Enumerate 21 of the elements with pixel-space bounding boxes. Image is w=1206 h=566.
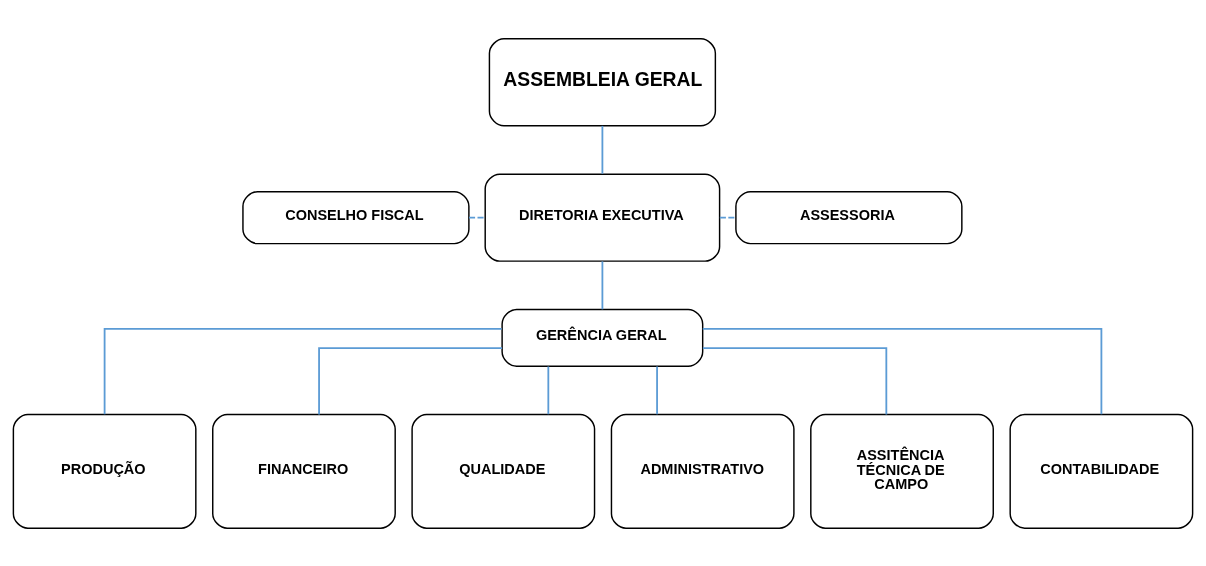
node-box: PRODUÇÃO bbox=[12, 413, 197, 529]
connector bbox=[702, 346, 888, 415]
connector bbox=[318, 346, 503, 415]
connector bbox=[547, 365, 550, 415]
connector bbox=[701, 327, 1103, 415]
node-box: ADMINISTRATIVO bbox=[610, 413, 795, 529]
node-box: FINANCEIRO bbox=[212, 413, 396, 529]
connector bbox=[656, 365, 658, 415]
node-box: QUALIDADE bbox=[411, 413, 596, 529]
node-box: ASSITÊNCIA TÉCNICA DE CAMPO bbox=[810, 413, 994, 529]
node-box: ASSESSORIA bbox=[735, 190, 963, 244]
connector bbox=[103, 327, 503, 415]
node-box: ASSEMBLEIA GERAL bbox=[488, 37, 717, 127]
connector bbox=[601, 260, 604, 310]
node-box: CONTABILIDADE bbox=[1009, 413, 1194, 529]
connector bbox=[718, 216, 737, 219]
connector bbox=[468, 216, 486, 219]
node-box: DIRETORIA EXECUTIVA bbox=[484, 172, 721, 262]
node-box: GERÊNCIA GERAL bbox=[501, 308, 704, 367]
connector bbox=[601, 124, 604, 175]
node-box: CONSELHO FISCAL bbox=[242, 190, 470, 244]
